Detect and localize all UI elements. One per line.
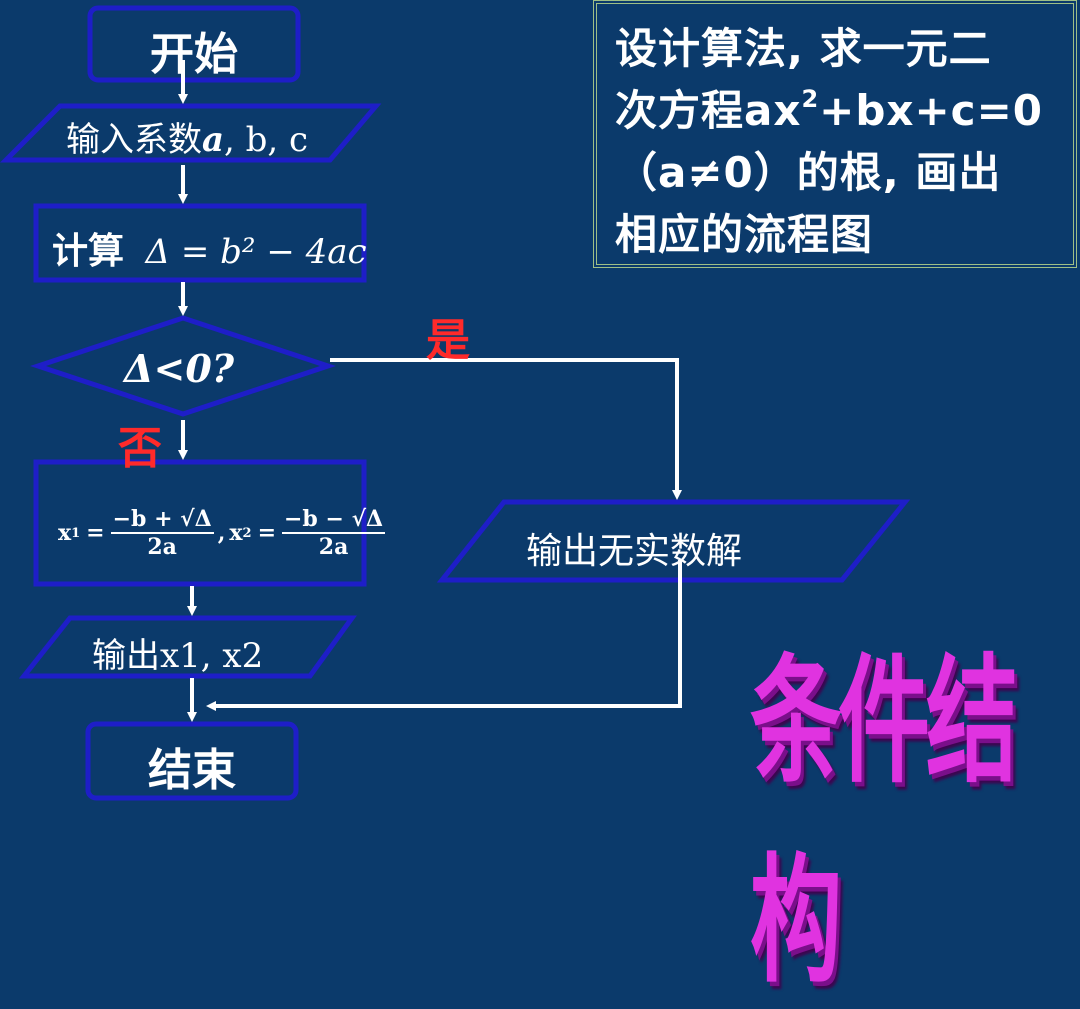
problem-line-2-post: +bx+c=0 [819, 86, 1043, 135]
decision-diamond [30, 315, 336, 417]
compute-prefix: 计算 [52, 231, 125, 272]
numerator-1: −b + √Δ [110, 506, 214, 534]
end-label: 结束 [148, 745, 236, 796]
fraction-2: −b − √Δ 2a [282, 506, 386, 560]
x2-subscript: 2 [242, 525, 252, 541]
problem-line-2: 次方程ax2+bx+c=0 [615, 80, 1055, 142]
denominator-1: 2a [147, 534, 177, 560]
equals-1: = [86, 520, 105, 546]
no-label: 否 [118, 423, 162, 474]
input-var-a: a [202, 120, 225, 160]
no-solution-label: 输出无实数解 [526, 531, 743, 572]
x1-symbol: x [58, 520, 72, 546]
problem-exponent: 2 [801, 85, 820, 113]
compute-process [33, 203, 367, 283]
roots-process [33, 459, 367, 587]
problem-line-3: （a≠0）的根, 画出 [615, 148, 1002, 197]
comma-separator: , [217, 520, 226, 546]
x1-subscript: 1 [71, 525, 81, 541]
denominator-2: 2a [318, 534, 349, 560]
input-rest: , b, c [224, 120, 309, 160]
yes-label: 是 [426, 315, 470, 366]
end-terminal [85, 721, 299, 801]
problem-statement: 设计算法, 求一元二 次方程ax2+bx+c=0 （a≠0）的根, 画出 相应的… [615, 18, 1055, 266]
problem-line-4: 相应的流程图 [615, 210, 874, 259]
no-solution-parallelogram [436, 499, 911, 583]
problem-box: 设计算法, 求一元二 次方程ax2+bx+c=0 （a≠0）的根, 画出 相应的… [593, 0, 1077, 268]
compute-label: 计算 Δ = b² − 4ac [52, 222, 367, 274]
input-label: 输入系数a, b, c [66, 112, 308, 161]
input-prefix: 输入系数 [66, 120, 202, 160]
problem-line-1: 设计算法, 求一元二 [615, 24, 992, 73]
problem-line-2-pre: 次方程ax [615, 86, 802, 135]
compute-formula: Δ = b² − 4ac [145, 232, 367, 272]
flowchart-canvas [0, 5, 911, 801]
output-roots-parallelogram [18, 615, 357, 679]
numerator-2: −b − √Δ [282, 506, 386, 534]
start-label: 开始 [150, 29, 238, 80]
decision-label: Δ<0? [124, 346, 235, 391]
x2-symbol: x [229, 520, 243, 546]
equals-2: = [257, 520, 276, 546]
arrow-merge-end [206, 560, 682, 711]
start-terminal [87, 5, 301, 83]
fraction-1: −b + √Δ 2a [110, 506, 214, 560]
output-roots-label: 输出x1, x2 [92, 636, 264, 676]
arrow-yes-branch [330, 358, 682, 500]
input-parallelogram [0, 103, 382, 163]
